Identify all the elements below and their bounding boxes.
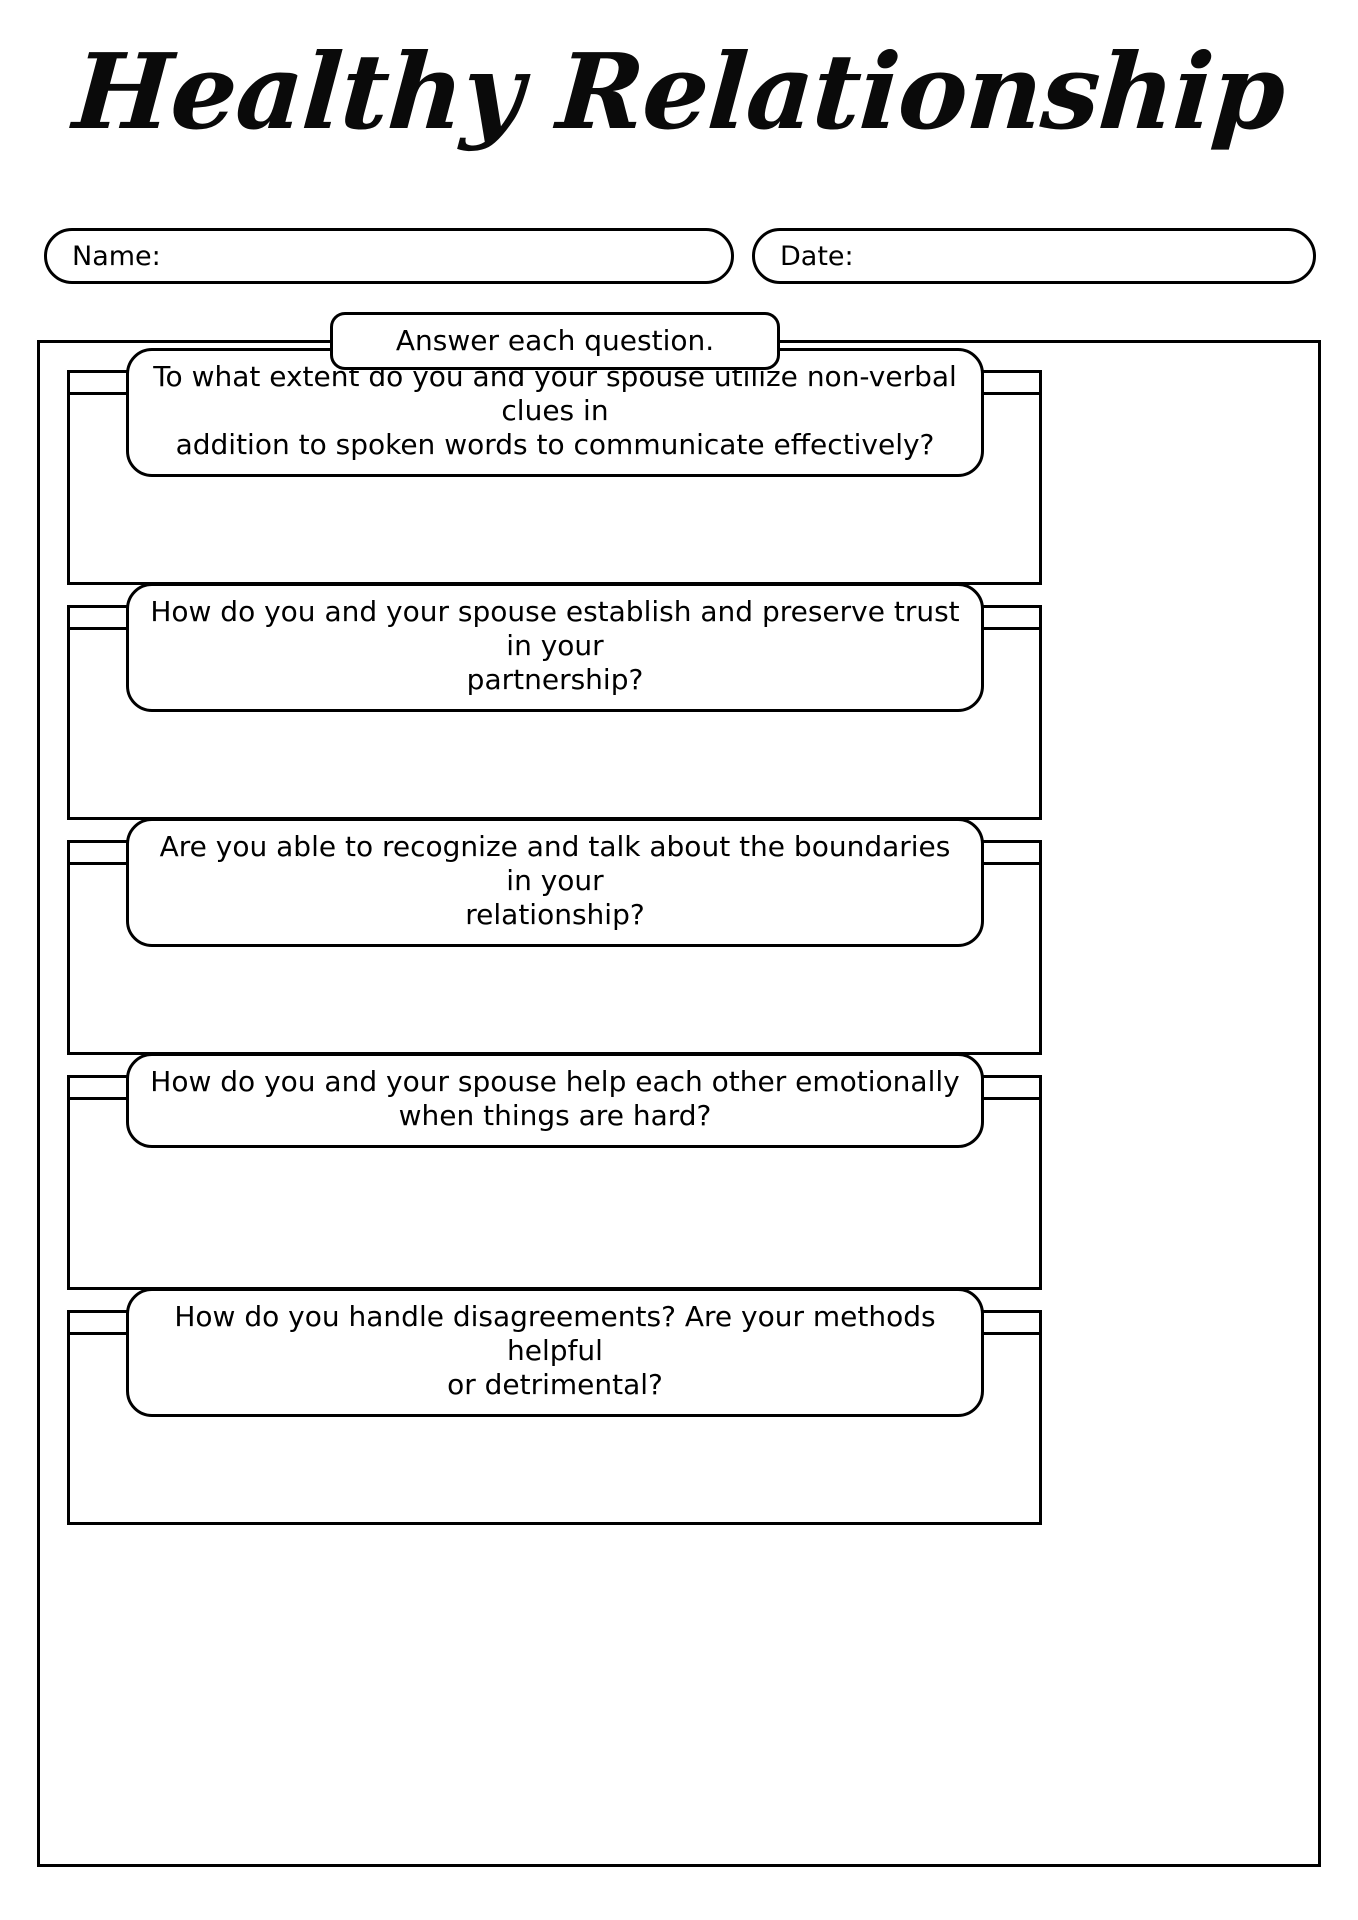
instruction-banner: Answer each question. (330, 312, 780, 370)
connector-left-3 (67, 862, 127, 865)
question-line-2: addition to spoken words to communicate … (175, 428, 935, 462)
question-line-1: How do you and your spouse help each oth… (150, 1065, 960, 1098)
identity-row: Name: Date: (44, 228, 1316, 284)
connector-right-5 (982, 1332, 1042, 1335)
connector-right-1 (982, 392, 1042, 395)
question-line-2: when things are hard? (398, 1099, 712, 1133)
question-pill-5: How do you handle disagreements? Are you… (126, 1288, 984, 1418)
question-pill-3: Are you able to recognize and talk about… (126, 818, 984, 948)
question-line-2: or detrimental? (447, 1368, 663, 1402)
question-pill-2: How do you and your spouse establish and… (126, 583, 984, 713)
question-line-1: How do you handle disagreements? Are you… (174, 1300, 936, 1368)
question-line-1: Are you able to recognize and talk about… (159, 830, 951, 898)
instruction-text: Answer each question. (395, 324, 715, 357)
date-field[interactable]: Date: (752, 228, 1316, 284)
connector-right-3 (982, 862, 1042, 865)
question-line-1: How do you and your spouse establish and… (150, 595, 960, 663)
question-line-2: relationship? (465, 898, 645, 932)
connector-left-5 (67, 1332, 127, 1335)
date-input[interactable] (854, 231, 1313, 281)
question-line-2: partnership? (466, 663, 644, 697)
connector-right-4 (982, 1097, 1042, 1100)
connector-left-4 (67, 1097, 127, 1100)
name-label: Name: (72, 240, 161, 272)
name-input[interactable] (161, 231, 731, 281)
question-pill-1: To what extent do you and your spouse ut… (126, 348, 984, 478)
connector-right-2 (982, 627, 1042, 630)
question-pill-4: How do you and your spouse help each oth… (126, 1053, 984, 1149)
question-line-1: To what extent do you and your spouse ut… (153, 360, 957, 428)
page-title: Healthy Relationship (69, 30, 1289, 153)
name-field[interactable]: Name: (44, 228, 734, 284)
date-label: Date: (780, 240, 854, 272)
connector-left-1 (67, 392, 127, 395)
connector-left-2 (67, 627, 127, 630)
